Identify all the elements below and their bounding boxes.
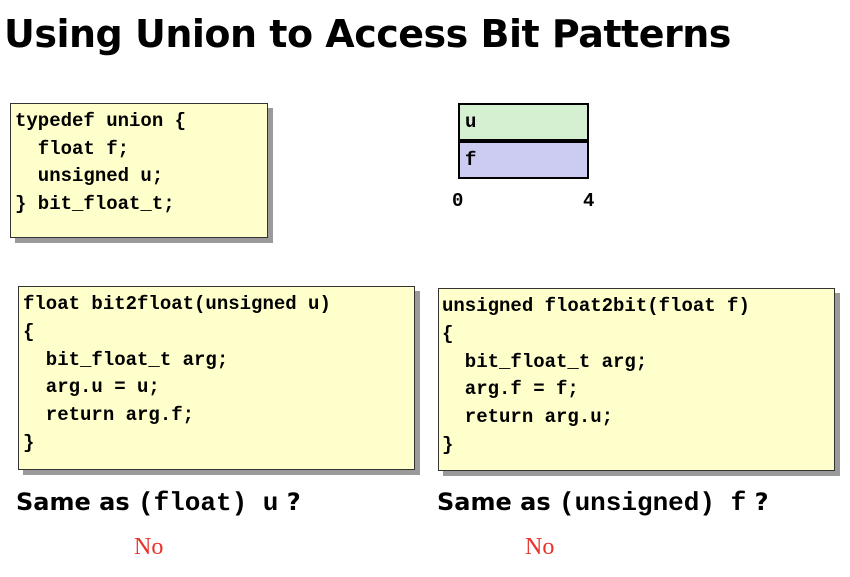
memory-row-f: f — [458, 141, 589, 179]
code-line: unsigned u; — [15, 165, 164, 187]
answer-right: No — [525, 534, 555, 560]
memory-offset-start: 0 — [452, 190, 464, 212]
code-line: unsigned float2bit(float f) — [442, 295, 750, 317]
code-line: bit_float_t arg; — [442, 350, 648, 373]
question-right: Same as (unsigned) f ? — [437, 488, 768, 518]
float2bit-code-block: unsigned float2bit(float f) { bit_float_… — [438, 288, 835, 471]
code-line: float f; — [15, 137, 130, 160]
typedef-code-block: typedef union { float f; unsigned u; } b… — [10, 103, 268, 238]
code-line: { — [442, 322, 454, 345]
code-line: arg.u = u; — [23, 376, 160, 399]
question-left: Same as (float) u ? — [16, 488, 301, 518]
code-line: } — [442, 433, 454, 456]
question-mark: ? — [286, 488, 301, 516]
bit2float-code-block: float bit2float(unsigned u) { bit_float_… — [18, 286, 415, 470]
question-code: (float) u — [137, 488, 279, 518]
code-line: { — [23, 320, 35, 343]
code-line: return arg.u; — [442, 406, 614, 429]
question-prefix: Same as — [16, 488, 138, 516]
question-prefix: Same as — [437, 488, 559, 516]
question-mark: ? — [754, 488, 769, 516]
question-code: (unsigned) f — [558, 488, 747, 518]
code-line: } — [23, 431, 35, 454]
code-line: } bit_float_t; — [15, 192, 175, 215]
code-line: float bit2float(unsigned u) — [23, 293, 331, 315]
memory-offset-end: 4 — [583, 190, 595, 212]
code-line: return arg.f; — [23, 404, 195, 427]
code-line: bit_float_t arg; — [23, 348, 229, 371]
answer-left: No — [134, 534, 164, 560]
slide-title: Using Union to Access Bit Patterns — [4, 12, 731, 56]
memory-row-u: u — [458, 103, 589, 141]
code-line: arg.f = f; — [442, 378, 579, 401]
code-line: typedef union { — [15, 110, 187, 132]
